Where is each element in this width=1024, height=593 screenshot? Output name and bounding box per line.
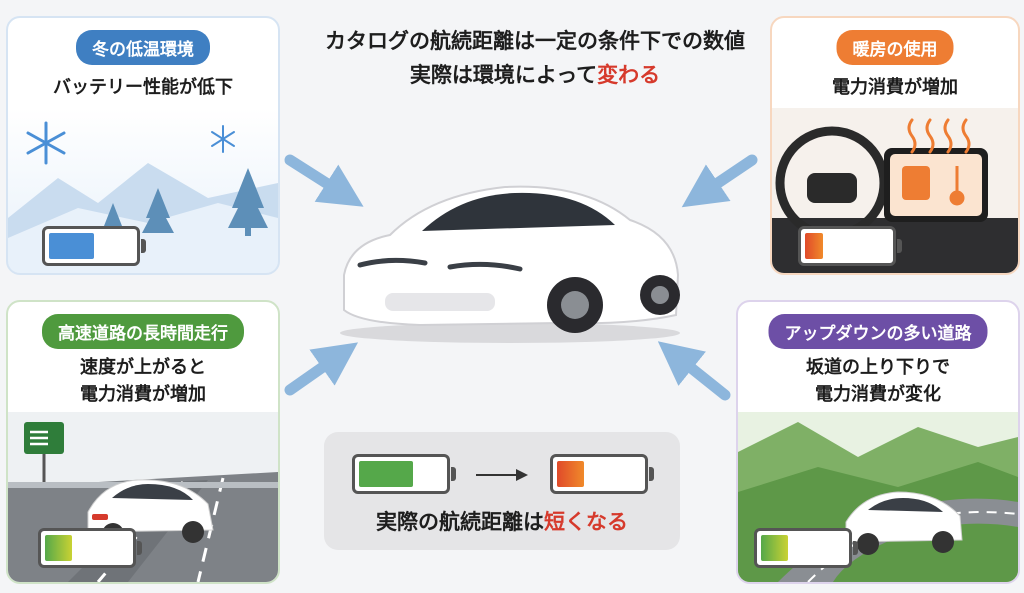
summary-box: 実際の航続距離は短くなる: [324, 432, 680, 550]
winter-description: バッテリー性能が低下: [53, 77, 233, 98]
arrow-from-hills: [657, 341, 731, 401]
pine-trees: [104, 168, 268, 236]
hills-description-line1: 坂道の上り下りで: [806, 357, 950, 378]
hills-description: 坂道の上り下りで 電力消費が変化: [738, 354, 1018, 408]
heating-battery-fill: [805, 233, 823, 259]
hills-car: [845, 491, 963, 555]
highway-description-line2: 電力消費が増加: [80, 384, 206, 405]
winter-tag: 冬の低温環境: [76, 30, 210, 65]
summary-text: 実際の航続距離は短くなる: [324, 506, 680, 536]
battery-before: [352, 454, 456, 494]
hills-card: アップダウンの多い道路 坂道の上り下りで 電力消費が変化: [736, 300, 1020, 584]
heating-description: 電力消費が増加: [832, 77, 958, 98]
winter-card: 冬の低温環境 バッテリー性能が低下: [6, 16, 280, 275]
battery-after: [550, 454, 654, 494]
hills-battery: [754, 528, 858, 568]
winter-battery-fill: [49, 233, 94, 259]
arrow-from-highway: [284, 342, 359, 396]
battery-after-fill: [557, 461, 584, 487]
winter-battery: [42, 226, 146, 266]
highway-car: [87, 479, 214, 545]
heating-card: 暖房の使用 電力消費が増加: [770, 16, 1020, 275]
arrow-right-icon: [476, 469, 528, 481]
summary-text-emphasis: 短くなる: [544, 510, 628, 534]
highway-card: 高速道路の長時間走行 速度が上がると 電力消費が増加: [6, 300, 280, 584]
hills-description-line2: 電力消費が変化: [815, 384, 941, 405]
highway-tag: 高速道路の長時間走行: [42, 314, 244, 349]
headline-line2-prefix: 実際は環境によって: [409, 63, 598, 87]
heat-waves-icon: [907, 118, 971, 154]
highway-battery-fill: [45, 535, 72, 561]
headline-line2-emphasis: 変わる: [597, 63, 661, 87]
thermometer-icon: [949, 166, 965, 206]
battery-before-fill: [359, 461, 413, 487]
highway-description: 速度が上がると 電力消費が増加: [8, 354, 278, 408]
highway-description-line1: 速度が上がると: [80, 357, 206, 378]
heating-battery: [798, 226, 902, 266]
heating-tag: 暖房の使用: [836, 30, 954, 65]
central-car: [340, 185, 680, 343]
highway-battery: [38, 528, 142, 568]
headline-line2: 実際は環境によって変わる: [300, 58, 770, 92]
arrow-from-heating: [681, 154, 758, 208]
headline-line1: カタログの航続距離は一定の条件下での数値: [325, 29, 745, 53]
arrow-from-winter: [284, 154, 364, 207]
summary-text-prefix: 実際の航続距離は: [376, 510, 544, 534]
snowflake-icon-small: [211, 125, 235, 153]
hills-tag: アップダウンの多い道路: [768, 314, 988, 349]
hills-battery-fill: [761, 535, 788, 561]
snowflake-icon: [26, 121, 66, 165]
headline: カタログの航続距離は一定の条件下での数値 実際は環境によって変わる: [300, 24, 770, 92]
